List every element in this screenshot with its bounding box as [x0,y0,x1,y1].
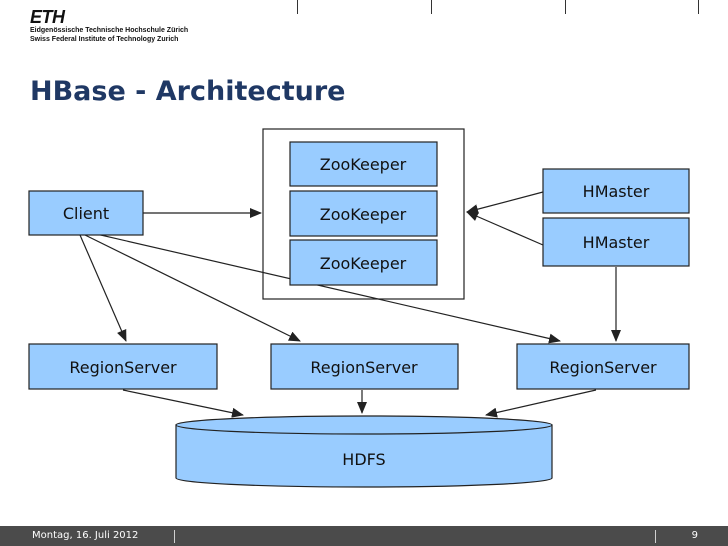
eth-logo-line-de: Eidgenössische Technische Hochschule Zür… [30,27,189,34]
eth-logo: ETH Eidgenössische Technische Hochschule… [30,8,188,44]
header-tick [431,0,432,14]
regionserver-box [270,343,459,390]
regionserver-label: RegionServer [549,358,657,377]
arrow-client-to-regionserver-3 [91,232,561,344]
regionserver-box [516,343,690,390]
hdfs-label: HDFS [342,450,385,469]
zookeeper-label: ZooKeeper [320,205,407,224]
arrow-client-to-regionserver-2 [84,234,301,342]
hdfs-cylinder-body [175,424,553,488]
zookeeper-box [289,239,438,286]
regionserver-label: RegionServer [69,358,177,377]
hmaster-label: HMaster [583,233,650,252]
footer-separator [655,530,656,543]
arrow-hmaster2-to-zookeeper [466,211,544,246]
regionserver-label: RegionServer [310,358,418,377]
header-tick [565,0,566,14]
footer-bar: Montag, 16. Juli 2012 9 [0,526,728,546]
arrow-regionserver-1-to-hdfs [122,389,244,418]
hdfs-cylinder-top [175,415,553,435]
footer-separator [174,530,175,543]
zookeeper-label: ZooKeeper [320,254,407,273]
eth-logo-mark: ETH [30,7,65,27]
hmaster-box [542,217,690,267]
header-tick [698,0,699,14]
arrow-hmaster1-to-zookeeper [466,191,544,215]
zookeeper-label: ZooKeeper [320,155,407,174]
regionserver-box [28,343,218,390]
zookeeper-box [289,141,438,187]
hmaster-box [542,168,690,214]
client-box [28,190,144,236]
hmaster-label: HMaster [583,182,650,201]
page-number: 9 [691,530,698,541]
slide-title: HBase - Architecture [30,76,346,107]
arrow-client-to-regionserver-1 [79,234,127,342]
client-label: Client [63,204,109,223]
eth-logo-line-en: Swiss Federal Institute of Technology Zu… [30,36,179,43]
architecture-diagram: ZooKeeper ZooKeeper ZooKeeper Client HMa… [28,128,690,488]
header-tick [297,0,298,14]
zookeeper-box [289,190,438,237]
footer-date: Montag, 16. Juli 2012 [32,530,139,541]
arrow-regionserver-3-to-hdfs [485,389,597,418]
